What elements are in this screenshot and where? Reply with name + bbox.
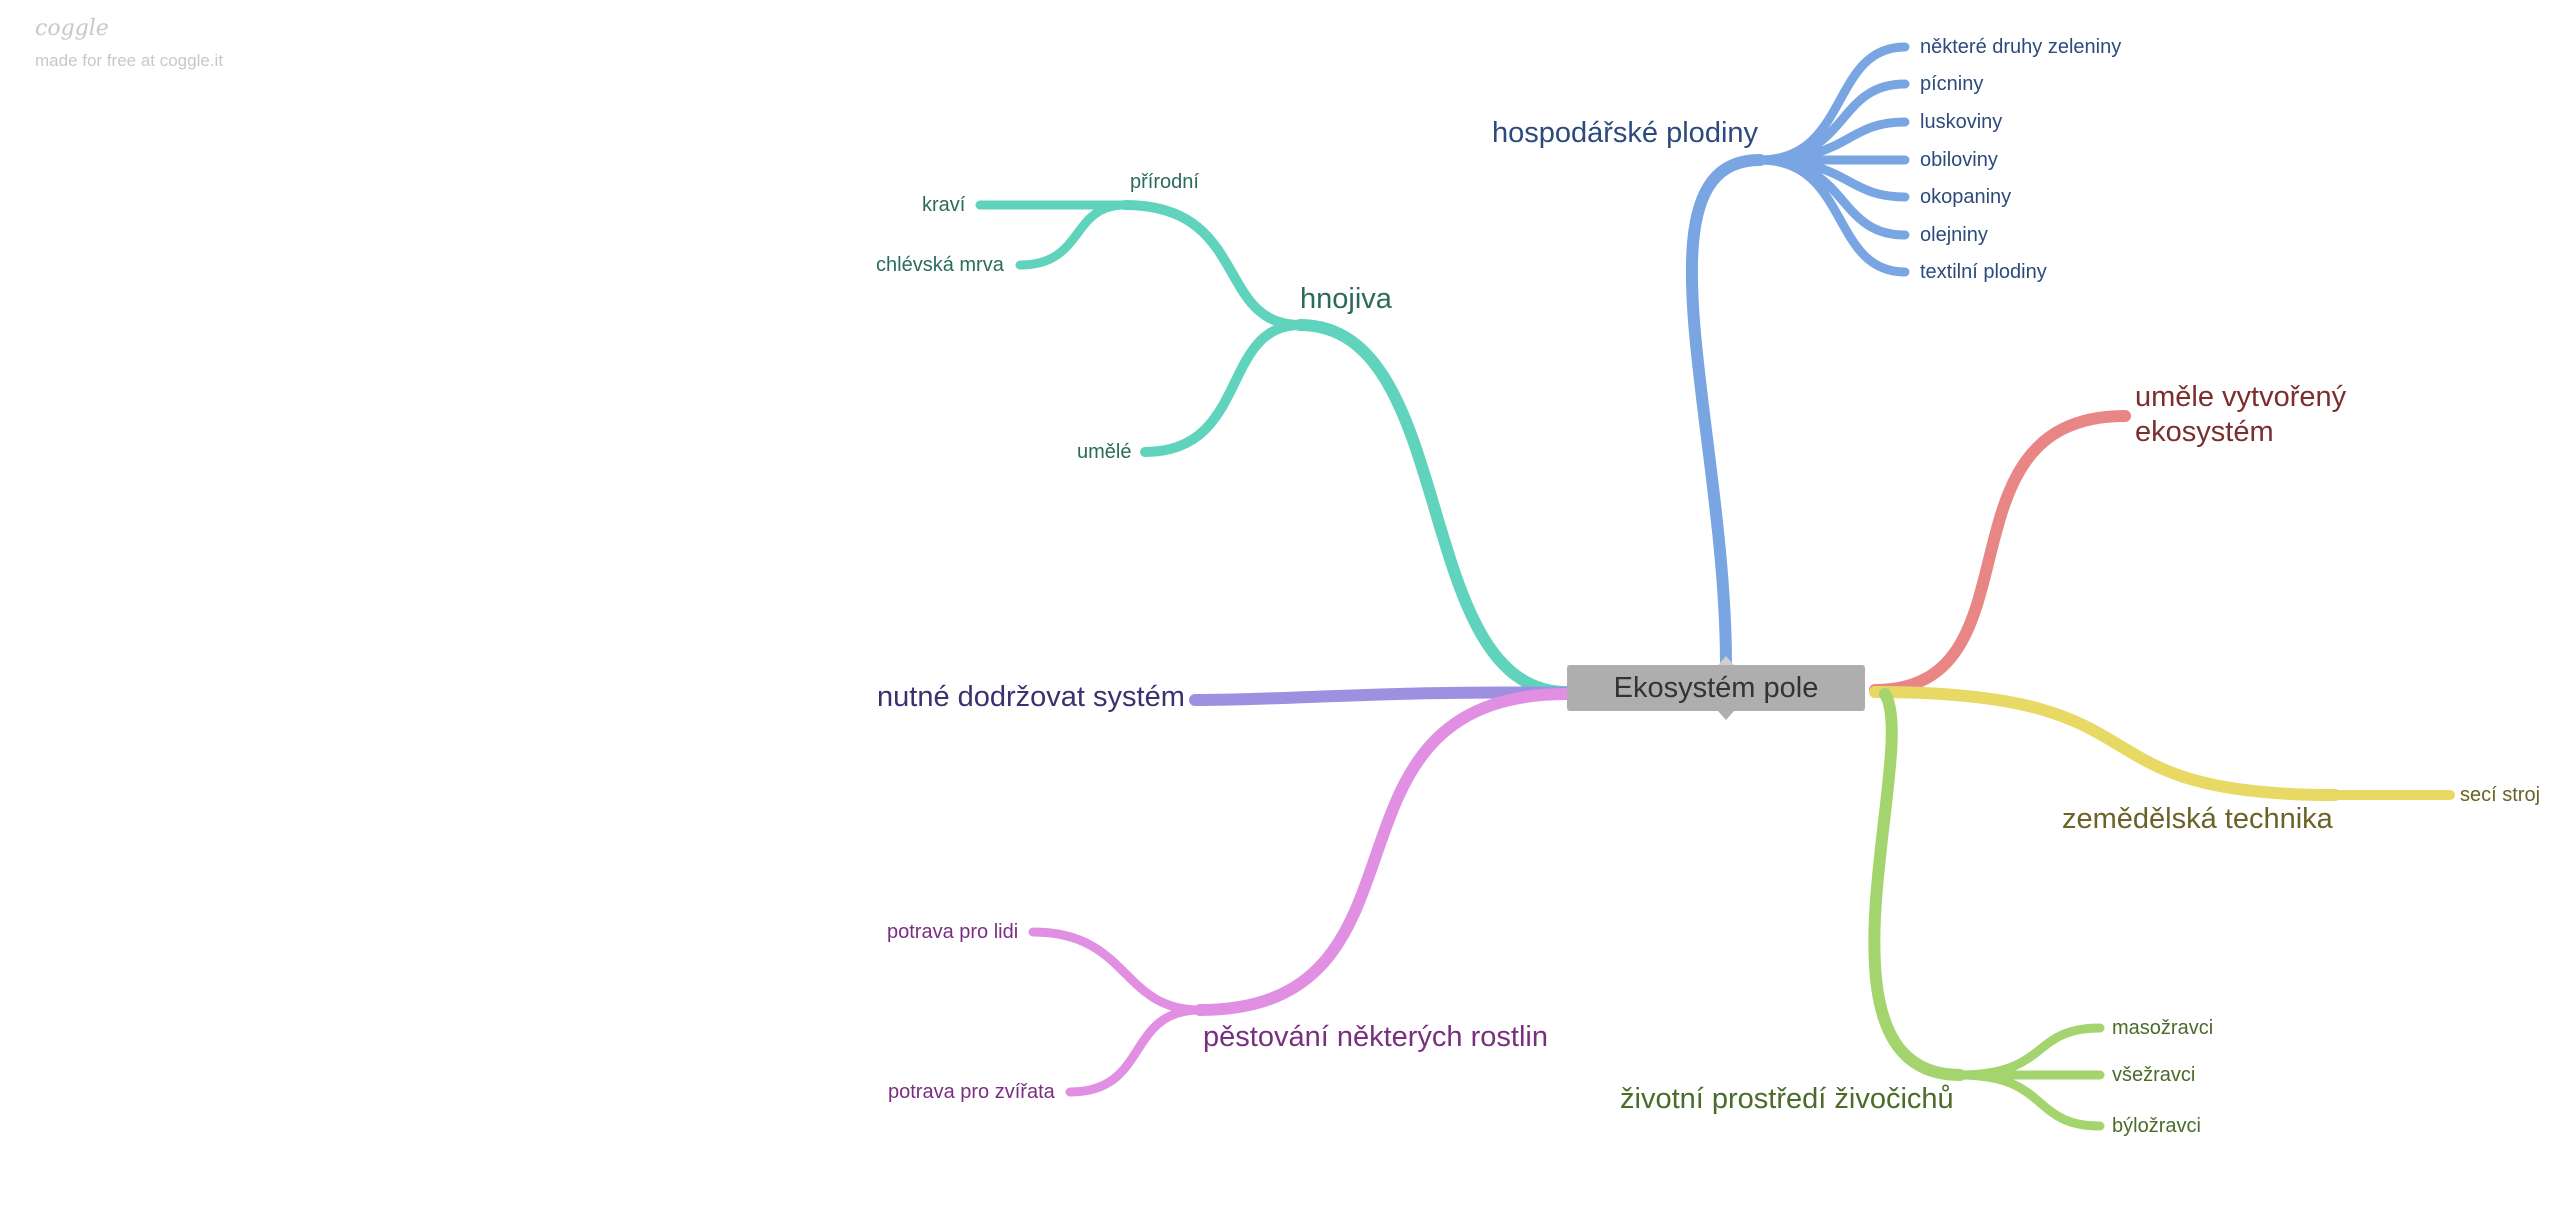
root-bottom-arrow <box>1718 711 1734 720</box>
connector-potrava-lidi <box>1028 927 1205 1015</box>
node-umele-line2: ekosystém <box>2135 415 2274 448</box>
connector-chlevska-mrva <box>1015 200 1130 270</box>
node-hospodarske-plodiny[interactable]: hospodářské plodiny <box>1492 117 1759 149</box>
node-chlevska-mrva[interactable]: chlévská mrva <box>876 254 1004 276</box>
connector-plodiny <box>1685 154 1766 671</box>
node-bylozravci[interactable]: býložravci <box>2112 1115 2201 1137</box>
node-plodina-zelenina[interactable]: některé druhy zeleniny <box>1920 36 2122 58</box>
node-nutne-dodrzovat-system[interactable]: nutné dodržovat systém <box>877 681 1185 713</box>
connector-technika <box>1869 686 2341 801</box>
connector-masozravci <box>1955 1023 2105 1080</box>
node-kravi[interactable]: kraví <box>922 194 966 216</box>
root-node[interactable]: Ekosystém pole <box>1567 665 1865 711</box>
node-umele-line1: uměle vytvořený <box>2135 381 2347 413</box>
connector-bylozravci <box>1955 1070 2105 1131</box>
connector-zivocichove <box>1868 688 1966 1081</box>
node-masozravci[interactable]: masožravci <box>2112 1017 2214 1039</box>
node-potrava-pro-zvirata[interactable]: potrava pro zvířata <box>888 1081 1055 1103</box>
node-plodina-okopaniny[interactable]: okopaniny <box>1920 186 2012 208</box>
node-plodina-picniny[interactable]: pícniny <box>1920 73 1984 95</box>
node-zemedelska-technika[interactable]: zemědělská technika <box>2062 803 2333 835</box>
connector-umele <box>1140 320 1305 457</box>
coggle-watermark-text: made for free at coggle.it <box>35 51 224 70</box>
node-potrava-pro-lidi[interactable]: potrava pro lidi <box>887 921 1019 943</box>
connector-system <box>1189 686 1573 706</box>
connector-hnojiva <box>1294 319 1573 698</box>
connector-pestovani <box>1194 688 1573 1016</box>
node-prirodni[interactable]: přírodní <box>1130 171 1199 193</box>
node-plodina-olejniny[interactable]: olejniny <box>1920 224 1988 246</box>
connector-umele-ekosystem <box>1869 410 2131 696</box>
root-label: Ekosystém pole <box>1613 671 1819 704</box>
node-plodina-obiloviny[interactable]: obiloviny <box>1920 149 1998 171</box>
connector-potrava-zvirata <box>1065 1005 1205 1097</box>
node-umele[interactable]: umělé <box>1077 441 1132 463</box>
connector-plodina-7 <box>1755 155 1910 277</box>
node-hnojiva[interactable]: hnojiva <box>1300 283 1392 315</box>
node-umele-vytvoreny-ekosystem[interactable]: uměle vytvořený ekosystém <box>2135 380 2346 450</box>
node-plodina-luskoviny[interactable]: luskoviny <box>1920 111 2003 133</box>
node-zivotni-prostredi[interactable]: životní prostředí živočichů <box>1620 1083 1954 1115</box>
root-top-arrow <box>1718 656 1734 665</box>
node-seci-stroj[interactable]: secí stroj <box>2460 784 2541 806</box>
node-vsezravci[interactable]: všežravci <box>2112 1064 2196 1086</box>
node-plodina-textilni[interactable]: textilní plodiny <box>1920 261 2047 283</box>
connector-prirodni <box>1120 200 1305 330</box>
node-pestovani-rostlin[interactable]: pěstování některých rostlin <box>1203 1021 1548 1053</box>
coggle-logo: coggle <box>35 16 109 41</box>
